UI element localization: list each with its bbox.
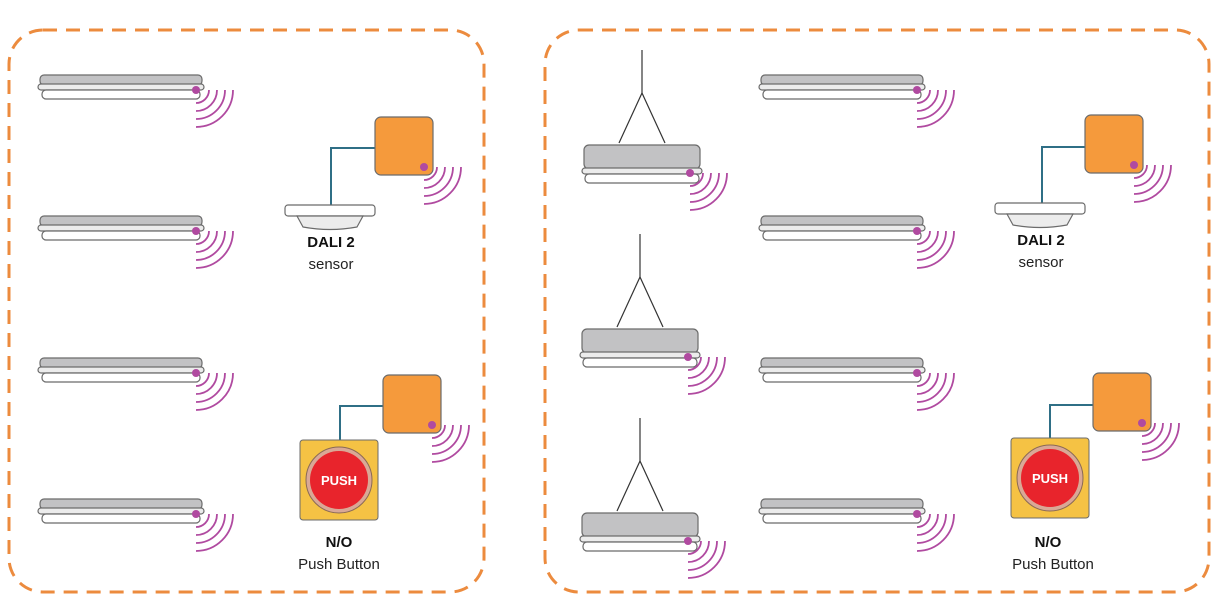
wireless-module-icon: [1085, 115, 1171, 202]
push-button-wire: [339, 405, 383, 440]
linear-luminaire-icon: [38, 75, 233, 127]
zone-1-boundary: [7, 28, 486, 594]
zone-1: DALI 2 sensor PUSH N/O Push Button: [7, 28, 486, 594]
sensor-subtitle: sensor: [308, 256, 353, 273]
push-button-title: N/O: [1035, 534, 1062, 551]
sensor-wire: [330, 147, 375, 205]
wireless-module-icon: [1093, 373, 1179, 460]
linear-luminaire-icon: [759, 499, 954, 551]
linear-luminaire-icon: [38, 358, 233, 410]
sensor-subtitle: sensor: [1018, 254, 1063, 271]
push-label: PUSH: [321, 473, 357, 488]
push-button-subtitle: Push Button: [1012, 556, 1094, 573]
push-button-icon: PUSH: [299, 439, 379, 521]
sensor-wire: [1041, 146, 1085, 203]
push-button-icon: PUSH: [1010, 437, 1090, 519]
linear-luminaire-icon: [759, 358, 954, 410]
pendant-luminaire-icon: [580, 234, 725, 394]
sensor-icon: [994, 202, 1086, 229]
zone-2: DALI 2 sensor PUSH N/O Push Button: [543, 28, 1211, 594]
push-button-subtitle: Push Button: [298, 556, 380, 573]
push-label: PUSH: [1032, 471, 1068, 486]
linear-luminaire-icon: [38, 499, 233, 551]
linear-luminaire-icon: [759, 216, 954, 268]
sensor-icon: [284, 204, 376, 231]
pendant-luminaire-icon: [582, 50, 727, 210]
sensor-title: DALI 2: [1017, 232, 1065, 249]
wireless-module-icon: [383, 375, 469, 462]
push-button-wire: [1049, 404, 1093, 439]
linear-luminaire-icon: [759, 75, 954, 127]
wireless-module-icon: [375, 117, 461, 204]
linear-luminaire-icon: [38, 216, 233, 268]
sensor-title: DALI 2: [307, 234, 355, 251]
pendant-luminaire-icon: [580, 418, 725, 578]
push-button-title: N/O: [326, 534, 353, 551]
